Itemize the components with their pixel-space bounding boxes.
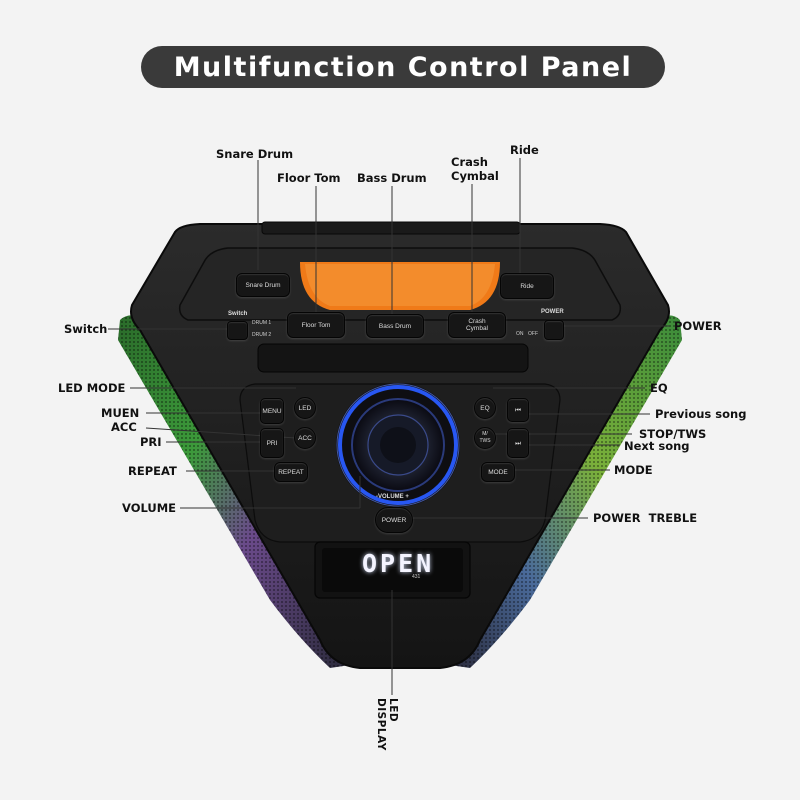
volume-label: -VOLUME +: [376, 494, 409, 500]
floor-tom-button[interactable]: Floor Tom: [287, 312, 345, 338]
bass-drum-button[interactable]: Bass Drum: [366, 314, 424, 338]
callout-previous-song: Previous song: [655, 407, 747, 421]
stop-tws-button[interactable]: M/ TWS: [474, 427, 496, 449]
led-display-sub: 431: [412, 574, 421, 580]
off-label: OFF: [528, 331, 538, 337]
callout-muen: MUEN: [101, 406, 140, 420]
callout-crash-line1: Crash: [451, 155, 488, 169]
volume-knob[interactable]: [352, 399, 444, 491]
callout-lines: [108, 158, 670, 695]
snare-drum-button[interactable]: Snare Drum: [236, 273, 290, 297]
callout-crash-line2: Cymbal: [451, 169, 499, 183]
power-switch[interactable]: [544, 320, 564, 340]
callout-power: POWER: [674, 319, 722, 333]
callout-floor-tom: Floor Tom: [277, 171, 341, 185]
next-song-button[interactable]: ⏭: [507, 428, 529, 458]
next-icon: ⏭: [515, 439, 521, 447]
led-display-text: OPEN: [362, 549, 435, 578]
led-mode-button[interactable]: LED: [294, 397, 316, 419]
pri-button[interactable]: PRI: [260, 428, 284, 458]
drum1-label: DRUM 1: [252, 320, 272, 326]
crash-line1: Crash: [468, 318, 486, 325]
switch-label: Switch: [228, 311, 248, 317]
callout-ride: Ride: [510, 143, 539, 157]
tws-line2: TWS: [479, 438, 491, 444]
ride-button[interactable]: Ride: [500, 273, 554, 299]
crash-cymbal-button[interactable]: Crash Cymbal: [448, 312, 506, 338]
switch-toggle[interactable]: [227, 321, 248, 340]
tws-line1: M/: [482, 431, 488, 437]
power-switch-label: POWER: [541, 309, 564, 315]
acc-button[interactable]: ACC: [294, 427, 316, 449]
callout-eq: EQ: [650, 381, 668, 395]
repeat-button[interactable]: REPEAT: [274, 462, 308, 482]
previous-song-button[interactable]: ⏮: [507, 398, 529, 422]
power-button[interactable]: POWER: [375, 507, 413, 533]
callout-pri: PRI: [140, 435, 162, 449]
callout-bass-drum: Bass Drum: [357, 171, 427, 185]
callout-repeat: REPEAT: [128, 464, 177, 478]
eq-button[interactable]: EQ: [474, 397, 496, 419]
callout-power-treble: POWER TREBLE: [593, 511, 698, 525]
page-title: Multifunction Control Panel: [141, 46, 665, 88]
callout-led-mode: LED MODE: [58, 381, 126, 395]
callout-led-display: LED DISPLAY: [375, 698, 399, 751]
callout-volume: VOLUME: [122, 501, 177, 515]
drum2-label: DRUM 2: [252, 332, 272, 338]
callout-next-song: Next song: [624, 439, 690, 453]
menu-button[interactable]: MENU: [260, 398, 284, 424]
callout-stop-tws: STOP/TWS: [639, 427, 707, 441]
mode-button[interactable]: MODE: [481, 462, 515, 482]
crash-line2: Cymbal: [465, 325, 489, 332]
callout-switch: Switch: [64, 322, 108, 336]
callout-snare-drum: Snare Drum: [216, 147, 294, 161]
previous-icon: ⏮: [515, 406, 521, 414]
callout-mode: MODE: [614, 463, 653, 477]
on-label: ON: [516, 331, 524, 337]
callout-acc: ACC: [111, 420, 137, 434]
